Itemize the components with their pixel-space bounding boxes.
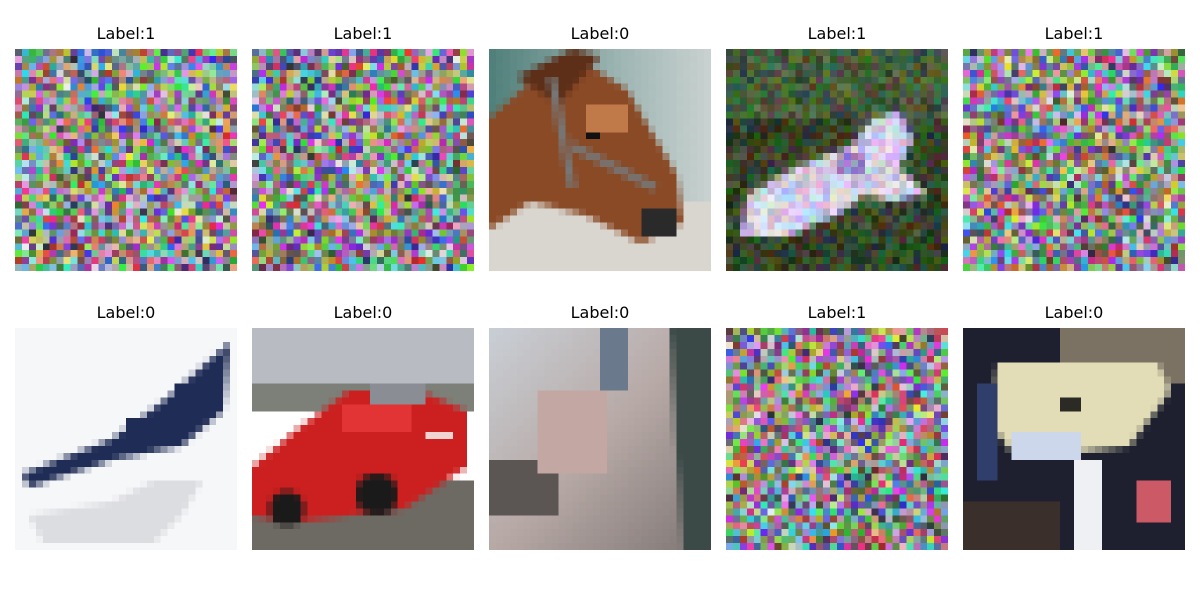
panel-label: Label:1	[807, 303, 867, 322]
panel-label: Label:1	[807, 24, 867, 43]
panel-label: Label:1	[96, 24, 156, 43]
panel-label: Label:0	[570, 24, 630, 43]
noise-image	[963, 49, 1185, 271]
airplane-image	[15, 328, 237, 550]
horse-image	[489, 49, 711, 271]
panel-label: Label:1	[333, 24, 393, 43]
truck-image	[963, 328, 1185, 550]
panel-label: Label:0	[1044, 303, 1104, 322]
noise-image	[252, 49, 474, 271]
noise-image	[15, 49, 237, 271]
panel-label: Label:0	[570, 303, 630, 322]
panel-label: Label:0	[333, 303, 393, 322]
animal-image	[489, 328, 711, 550]
dog-image	[726, 49, 948, 271]
panel-label: Label:1	[1044, 24, 1104, 43]
panel-label: Label:0	[96, 303, 156, 322]
noise-image	[726, 328, 948, 550]
car-image	[252, 328, 474, 550]
